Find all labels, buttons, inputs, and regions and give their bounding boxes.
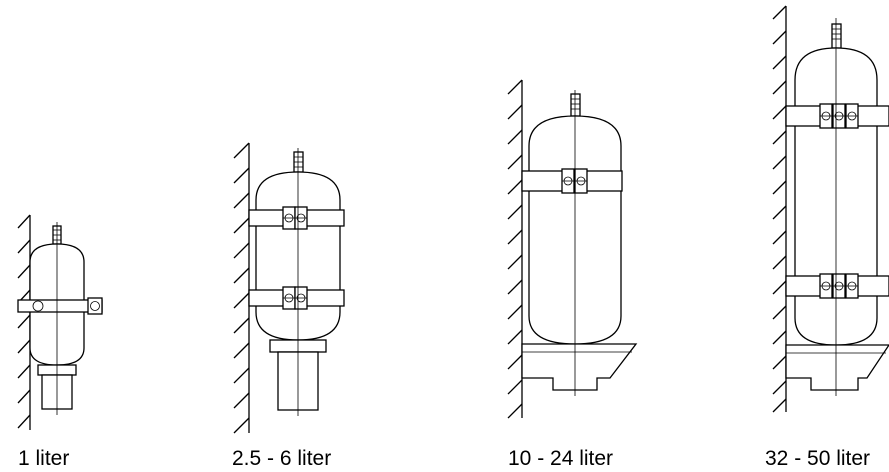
- mounting-clamp-lower: [785, 273, 889, 299]
- gas-valve: [293, 151, 304, 173]
- mounting-clamp-lower: [248, 286, 345, 310]
- accumulator-label-4: 32 - 50 liter: [765, 447, 870, 470]
- accumulator-2-5-6-liter: 2.5 - 6 liter: [232, 142, 345, 470]
- gas-valve: [831, 23, 842, 49]
- mounting-clamp: [521, 168, 623, 194]
- accumulator-1-liter: 1 liter: [17, 214, 103, 470]
- mounting-bracket: [785, 344, 889, 391]
- accumulator-label-1: 1 liter: [18, 447, 69, 470]
- mounting-clamp-upper: [785, 103, 889, 129]
- mounting-bracket: [521, 343, 638, 391]
- accumulator-32-50-liter: 32 - 50 liter: [765, 5, 889, 470]
- accumulator-label-2: 2.5 - 6 liter: [232, 447, 331, 470]
- wall-hatching: [17, 214, 31, 430]
- wall-hatching: [772, 5, 787, 413]
- accumulator-10-24-liter: 10 - 24 liter: [507, 79, 638, 470]
- wall-hatching: [233, 142, 250, 434]
- mounting-clamp: [17, 297, 103, 315]
- mounting-clamp-upper: [248, 206, 345, 230]
- accumulator-label-3: 10 - 24 liter: [508, 447, 613, 470]
- gas-valve: [570, 93, 581, 117]
- wall-hatching: [507, 79, 523, 419]
